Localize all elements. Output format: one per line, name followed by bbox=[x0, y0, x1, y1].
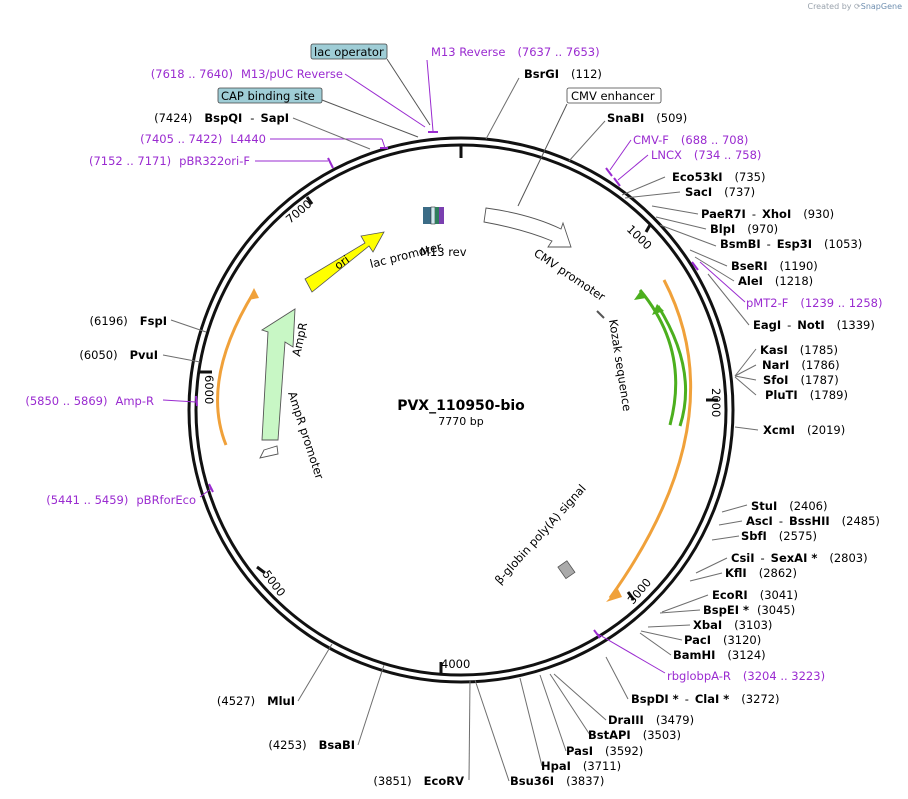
enzyme-saci[interactable]: SacI(737) bbox=[685, 185, 755, 199]
enzyme-bstapi[interactable]: BstAPI(3503) bbox=[588, 728, 681, 742]
enzyme-eco53ki[interactable]: Eco53kI(735) bbox=[672, 170, 765, 184]
snapgene-credit: Created by ⟳SnapGene bbox=[807, 2, 902, 11]
credit-brand: SnapGene bbox=[860, 2, 902, 11]
cmv-enhancer-leader bbox=[517, 103, 568, 207]
enzyme-asci-bsshii[interactable]: AscI-BssHII(2485) bbox=[746, 514, 880, 528]
orange-arrowhead-left bbox=[248, 288, 259, 300]
m13-block bbox=[439, 207, 444, 224]
enzyme-ecorv[interactable]: (3851)EcoRV bbox=[373, 774, 464, 788]
primer-pbrforeco[interactable]: (5441 .. 5459)pBRforEco bbox=[46, 493, 196, 507]
cap-site-label: CAP binding site bbox=[221, 89, 315, 103]
enzyme-bamhi[interactable]: BamHI(3124) bbox=[673, 648, 766, 662]
green-arrowhead-outer bbox=[634, 290, 646, 300]
primer-rbglobpa-r[interactable]: rbglobpA-R(3204 .. 3223) bbox=[667, 669, 825, 683]
lac-promoter-block bbox=[435, 207, 439, 224]
cap-site-leader bbox=[321, 99, 419, 138]
kozak-label: Kozak sequence bbox=[606, 318, 634, 412]
primer-pbr322ori-f[interactable]: (7152 .. 7171)pBR322ori-F bbox=[89, 154, 250, 168]
ampr-arrow[interactable] bbox=[260, 308, 296, 441]
enzyme-snabi[interactable]: SnaBI(509) bbox=[607, 111, 687, 125]
tick-4000: 4000 bbox=[441, 657, 470, 671]
ampr-promoter-arrow[interactable] bbox=[259, 445, 279, 459]
enzyme-paer7i-xhoi[interactable]: PaeR7I-XhoI(930) bbox=[701, 207, 834, 221]
enzyme-blpi[interactable]: BlpI(970) bbox=[710, 222, 778, 236]
enzyme-mlui[interactable]: (4527)MluI bbox=[217, 694, 295, 708]
orange-arc-right[interactable] bbox=[608, 279, 693, 599]
enzyme-draiii[interactable]: DraIII(3479) bbox=[608, 713, 694, 727]
lac-operator-label: lac operator bbox=[314, 45, 384, 59]
enzyme-bsrgi[interactable]: BsrGI(112) bbox=[524, 67, 602, 81]
enzyme-pluti[interactable]: PluTI(1789) bbox=[765, 388, 848, 402]
enzyme-pasi[interactable]: PasI(3592) bbox=[566, 744, 643, 758]
orange-arrowhead-right bbox=[606, 589, 622, 602]
cap-site-box[interactable] bbox=[217, 87, 323, 104]
kozak-mark bbox=[596, 310, 605, 319]
enzyme-hpai[interactable]: HpaI(3711) bbox=[541, 759, 621, 773]
plasmid-name: PVX_110950-bio bbox=[397, 398, 525, 414]
primer-lncx[interactable]: LNCX(734 .. 758) bbox=[651, 148, 761, 162]
enzyme-bspqi-sapi[interactable]: (7424)BspQI-SapI bbox=[154, 111, 289, 125]
enzyme-csii-sexai[interactable]: CsiI-SexAI *(2803) bbox=[731, 551, 868, 565]
enzyme-nari[interactable]: NarI(1786) bbox=[762, 358, 840, 372]
enzyme-bsabi[interactable]: (4253)BsaBI bbox=[268, 738, 355, 752]
cmv-promoter-label: CMV promoter bbox=[531, 246, 608, 304]
enzyme-paci[interactable]: PacI(3120) bbox=[684, 633, 761, 647]
primer-m13-puc-reverse[interactable]: (7618 .. 7640)M13/pUC Reverse bbox=[151, 67, 343, 81]
enzyme-stui[interactable]: StuI(2406) bbox=[751, 499, 828, 513]
primers: M13 Reverse(7637 .. 7653) (7618 .. 7640)… bbox=[25, 45, 882, 683]
enzyme-fspi[interactable]: (6196)FspI bbox=[90, 314, 167, 328]
enzyme-bspei[interactable]: BspEI *(3045) bbox=[703, 603, 795, 617]
enzyme-kfli[interactable]: KflI(2862) bbox=[725, 566, 797, 580]
cmv-promoter-arrow[interactable] bbox=[483, 207, 572, 248]
tick-5000: 5000 bbox=[260, 567, 289, 599]
orange-arc-left[interactable] bbox=[216, 291, 256, 446]
green-arc-outer[interactable] bbox=[638, 289, 678, 426]
primer-pmt2-f[interactable]: pMT2-F(1239 .. 1258) bbox=[746, 296, 882, 310]
cap-block bbox=[423, 207, 431, 224]
credit-prefix: Created by bbox=[807, 2, 852, 11]
primer-cmv-f[interactable]: CMV-F(688 .. 708) bbox=[633, 133, 748, 147]
lac-operator-block bbox=[430, 206, 436, 225]
enzyme-bsmbi-esp3i[interactable]: BsmBI-Esp3I(1053) bbox=[720, 237, 862, 251]
enzyme-eagi-noti[interactable]: EagI-NotI(1339) bbox=[753, 318, 875, 332]
enzyme-pvui[interactable]: (6050)PvuI bbox=[79, 348, 158, 362]
enzyme-sfoi[interactable]: SfoI(1787) bbox=[763, 373, 839, 387]
enzyme-bsu36i[interactable]: Bsu36I(3837) bbox=[510, 774, 604, 788]
enzyme-xcmi[interactable]: XcmI(2019) bbox=[763, 423, 845, 437]
tick-3000: 3000 bbox=[625, 575, 655, 606]
enzyme-sbfi[interactable]: SbfI(2575) bbox=[741, 529, 817, 543]
ori-arrow[interactable] bbox=[304, 231, 385, 293]
primer-amp-r[interactable]: (5850 .. 5869)Amp-R bbox=[25, 394, 154, 408]
lac-operator-leader bbox=[386, 58, 431, 126]
snapgene-logo-icon: ⟳ bbox=[854, 2, 861, 11]
enzyme-alei[interactable]: AleI(1218) bbox=[738, 274, 813, 288]
primer-m13-reverse[interactable]: M13 Reverse(7637 .. 7653) bbox=[431, 45, 600, 59]
enzyme-bspdi-clai[interactable]: BspDI *-ClaI *(3272) bbox=[631, 692, 780, 706]
tick-2000: 2000 bbox=[709, 388, 723, 417]
plasmid-length: 7770 bp bbox=[438, 415, 483, 428]
polya-block[interactable] bbox=[557, 560, 576, 580]
enzyme-kasi[interactable]: KasI(1785) bbox=[760, 343, 838, 357]
enzyme-xbai[interactable]: XbaI(3103) bbox=[693, 618, 772, 632]
green-arc-inner[interactable] bbox=[656, 305, 688, 427]
ampr-promoter-label: AmpR promoter bbox=[285, 390, 327, 481]
cmv-enhancer-label: CMV enhancer bbox=[571, 89, 655, 103]
enzyme-leaders bbox=[162, 77, 759, 782]
primer-l4440[interactable]: (7405 .. 7422)L4440 bbox=[140, 132, 266, 146]
tick-6000: 6000 bbox=[202, 375, 216, 404]
lac-operator-box[interactable] bbox=[310, 43, 388, 60]
green-arrowhead-inner bbox=[652, 304, 664, 315]
enzyme-ecori[interactable]: EcoRI(3041) bbox=[712, 588, 798, 602]
cmv-enhancer-box[interactable] bbox=[566, 87, 662, 104]
m13-rev-label: M13 rev bbox=[420, 245, 467, 259]
backbone-outer bbox=[187, 136, 735, 684]
ampr-label: AmpR bbox=[289, 321, 310, 358]
enzyme-bseri[interactable]: BseRI(1190) bbox=[731, 259, 818, 273]
